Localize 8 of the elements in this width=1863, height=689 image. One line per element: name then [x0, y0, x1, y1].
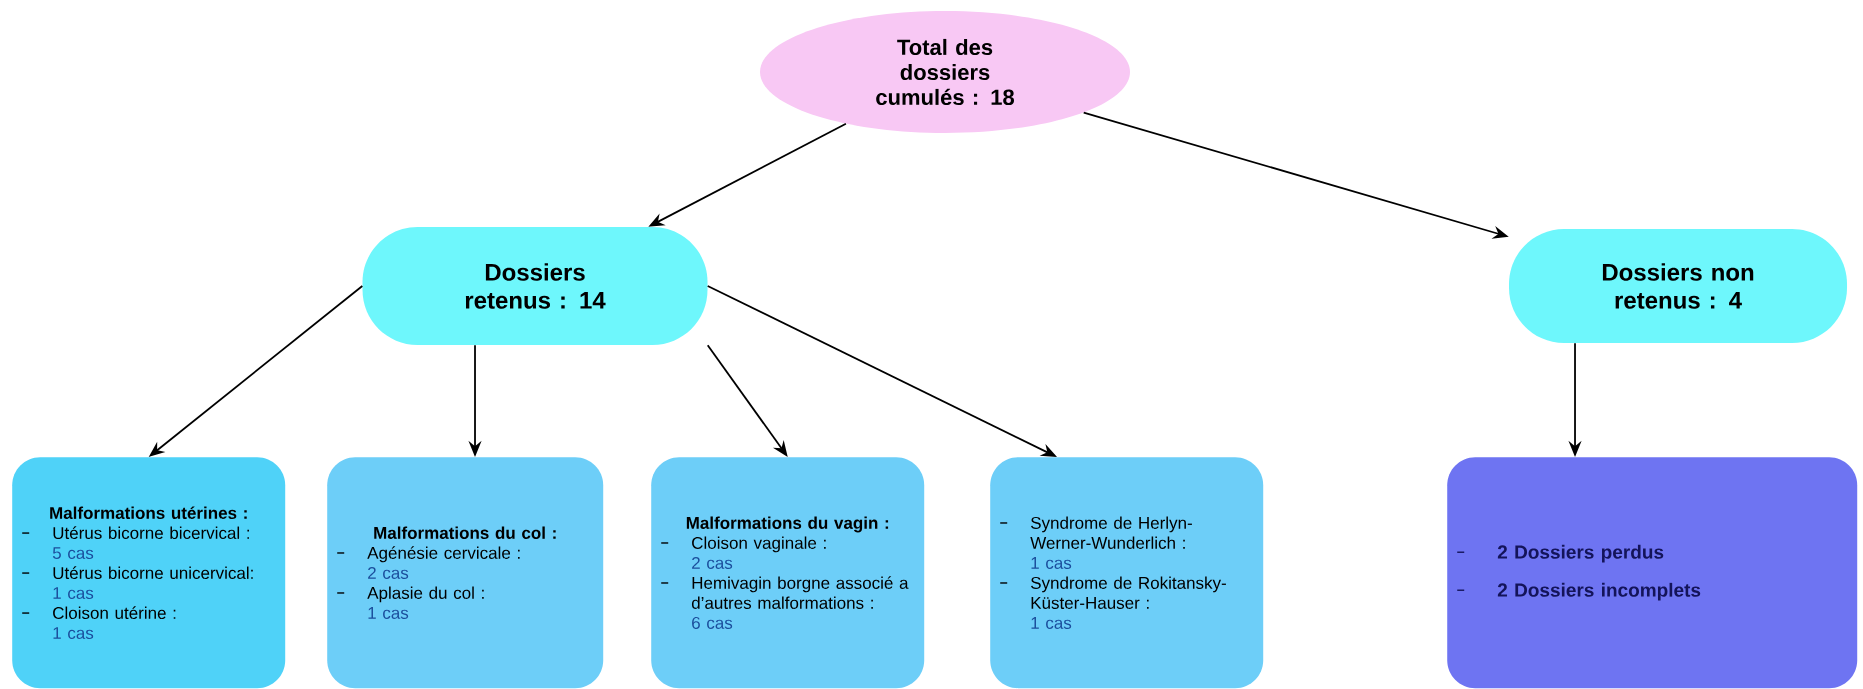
ellipse-node: Total des dossiers cumulés : 18 — [760, 11, 1130, 133]
process-box: Malformations du vagin : Cloison vaginale : 2 cas Hemivagin borgne associé a d’autres malformations : 6 cas — [651, 457, 925, 689]
rounded-node: Dossiers non retenus : 4 — [1509, 229, 1847, 343]
process-box: Syndrome de Herlyn-Werner-Wunderlich : 1 cas Syndrome de Rokitansky-Küster-Hauser : 1 cas — [990, 457, 1264, 689]
process-box: Malformations du col : Agénésie cervicale : 2 cas Aplasie du col : 1 cas — [327, 457, 604, 689]
process-box: 2 Dossiers perdus 2 Dossiers incomplets — [1447, 457, 1858, 689]
process-box: Malformations utérines : Utérus bicorne bicervical : 5 cas Utérus bicorne unicervical: 1 cas Cloison utérine : 1 cas — [12, 457, 286, 689]
rounded-node: Dossiers retenus : 14 — [362, 227, 708, 345]
